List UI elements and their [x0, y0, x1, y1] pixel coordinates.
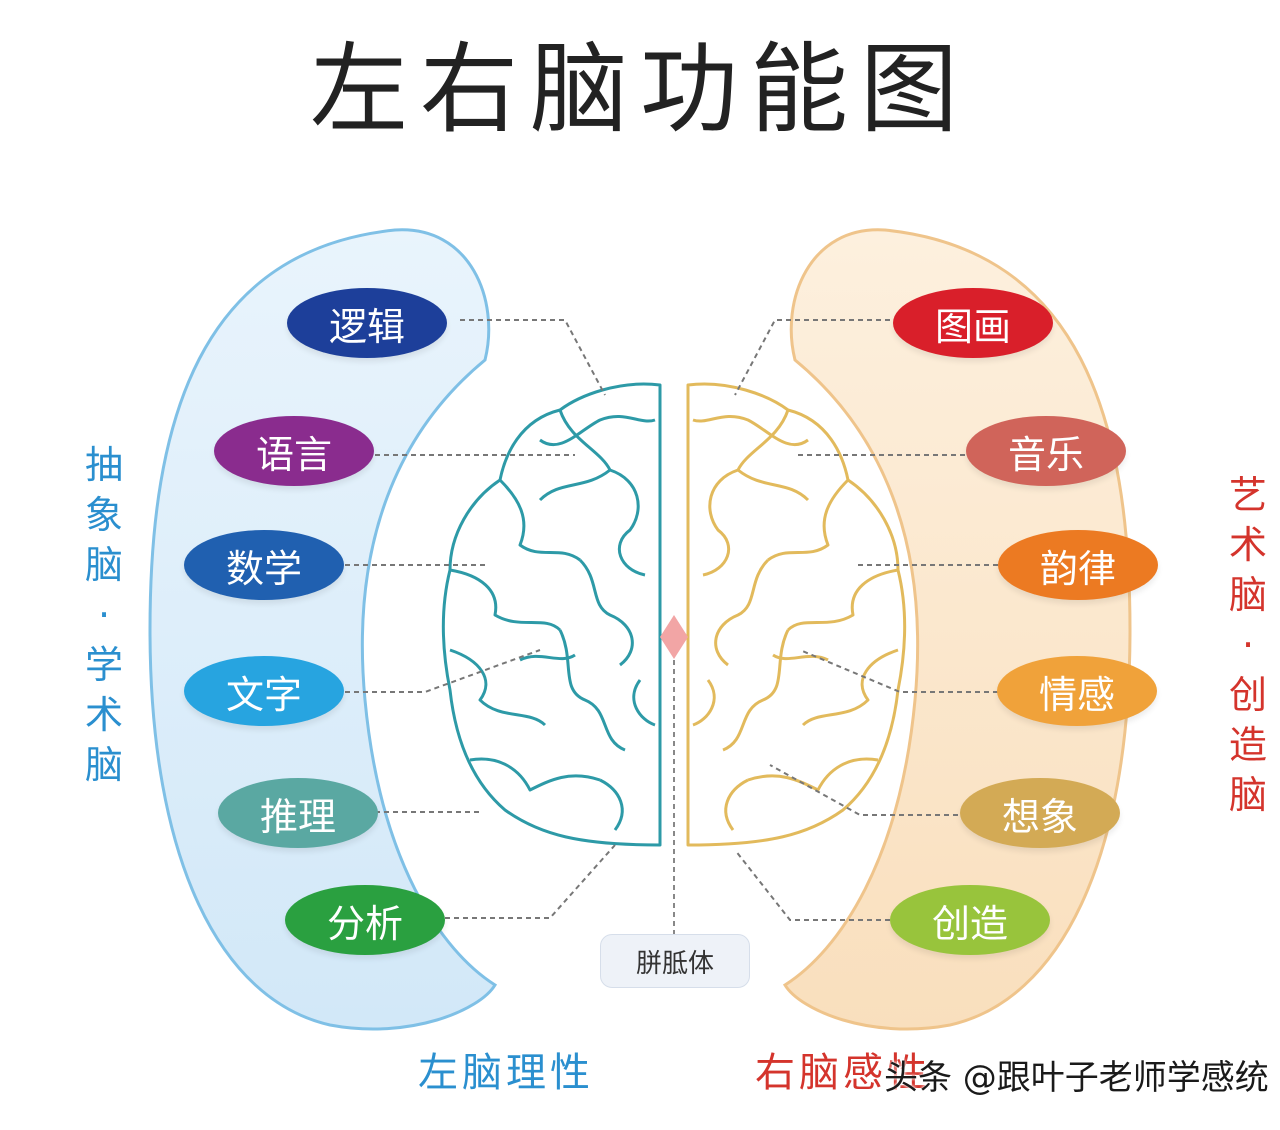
- diagram-title: 左右脑功能图: [309, 33, 970, 147]
- left-bottom-label: 左脑理性: [418, 1050, 594, 1096]
- left-hemisphere: [441, 382, 662, 847]
- pill-math: 数学: [184, 530, 344, 600]
- watermark: 头条 @跟叶子老师学感统: [884, 1058, 1269, 1098]
- pill-writing: 文字: [184, 656, 344, 726]
- side-label-char: 术: [1228, 523, 1267, 567]
- side-label-char: 脑: [1228, 773, 1267, 817]
- side-label-char: 术: [84, 693, 123, 737]
- side-label-char: 学: [84, 643, 123, 687]
- pill-creation: 创造: [890, 885, 1050, 955]
- side-label-char: 象: [84, 493, 123, 537]
- pill-reasoning: 推理: [218, 778, 378, 848]
- right-hemisphere: [686, 382, 907, 847]
- left-side-label: 抽象脑·学术脑: [74, 440, 134, 790]
- side-label-char: 创: [1228, 673, 1267, 717]
- pill-emotion: 情感: [997, 656, 1157, 726]
- right-leaders: [734, 319, 998, 921]
- side-label-char: 脑: [84, 743, 123, 787]
- side-label-char: ·: [1241, 623, 1255, 667]
- corpus-marker: [660, 615, 688, 659]
- left-leaders: [345, 319, 616, 919]
- side-label-char: 抽: [84, 443, 123, 487]
- side-label-char: 脑: [1228, 573, 1267, 617]
- right-bottom-label: 右脑感性: [755, 1050, 931, 1096]
- corpus-label: 胼胝体: [600, 934, 750, 988]
- side-label-char: 脑: [84, 543, 123, 587]
- pill-music: 音乐: [966, 416, 1126, 486]
- pill-language: 语言: [214, 416, 374, 486]
- pill-logic: 逻辑: [287, 288, 447, 358]
- pill-imagination: 想象: [960, 778, 1120, 848]
- right-side-label: 艺术脑·创造脑: [1218, 470, 1278, 820]
- pill-analysis: 分析: [285, 885, 445, 955]
- pill-rhythm: 韵律: [998, 530, 1158, 600]
- side-label-char: ·: [97, 593, 111, 637]
- side-label-char: 造: [1228, 723, 1267, 767]
- pill-painting: 图画: [893, 288, 1053, 358]
- side-label-char: 艺: [1228, 473, 1267, 517]
